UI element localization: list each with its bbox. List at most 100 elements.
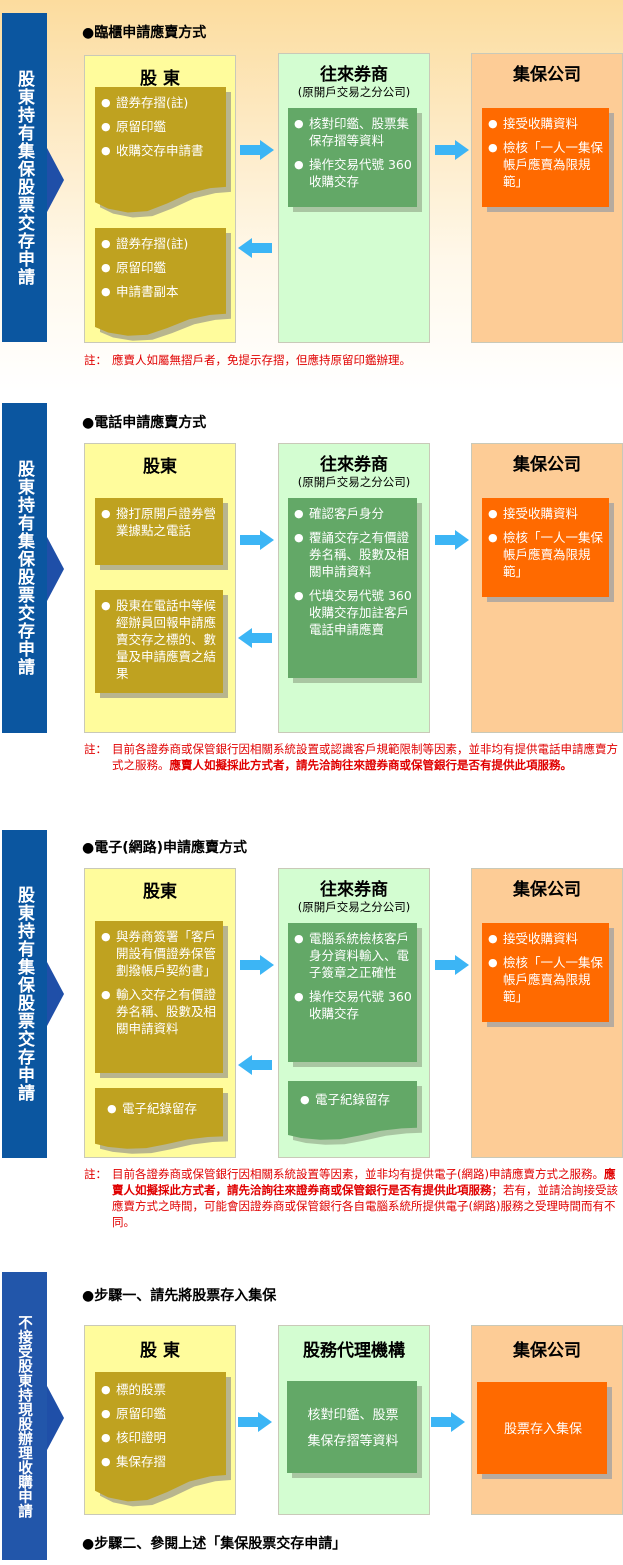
note-label: 註： bbox=[84, 353, 107, 367]
list-item: 電腦系統檢核客戶身分資料輸入、電子簽章之正確性 bbox=[294, 930, 413, 981]
list-item: 接受收購資料 bbox=[488, 505, 605, 522]
list-item: 接受收購資料 bbox=[488, 115, 605, 132]
step-one-title: ●步驟一、請先將股票存入集保 bbox=[82, 1288, 277, 1304]
list-item: 原留印鑑 bbox=[101, 259, 222, 276]
arrow-right-icon bbox=[431, 1412, 465, 1432]
list-item: 撥打原開戶證券營業據點之電話 bbox=[101, 505, 219, 539]
column-header: 股 東 bbox=[140, 1341, 180, 1361]
arrow-right-icon bbox=[435, 140, 469, 160]
side-label: 股東持有集保股票交存申請 bbox=[2, 403, 47, 733]
bullet-list: 證券存摺(註)原留印鑑收購交存申請書 bbox=[101, 94, 222, 159]
shareholder-record-box: 電子紀錄留存 bbox=[95, 1088, 223, 1150]
agent-process-box: 核對印鑑、股票 集保存摺等資料 bbox=[287, 1381, 417, 1473]
column-header: 股東 bbox=[143, 457, 177, 477]
tdcc-process-box: 接受收購資料檢核「一人一集保帳戶應賣為限規範」 bbox=[482, 498, 609, 597]
arrow-left-icon bbox=[238, 1055, 272, 1075]
list-item: 操作交易代號 360 收購交存 bbox=[294, 988, 413, 1022]
section-title: ●臨櫃申請應賣方式 bbox=[82, 25, 207, 41]
list-item: 輸入交存之有價證券名稱、股數及相關申請資料 bbox=[101, 986, 219, 1037]
note-emphasis: 應賣人如擬採此方式者，請先洽詢往來證券商或保管銀行是否有提供此項服務 bbox=[112, 1167, 616, 1197]
note-text: 應賣人如屬無摺戶者，免提示存摺，但應持原留印鑑辦理。 bbox=[112, 353, 411, 367]
list-item: 檢核「一人一集保帳戶應賣為限規範」 bbox=[488, 529, 605, 580]
list-item: 覆誦交存之有價證券名稱、股數及相關申請資料 bbox=[294, 529, 413, 580]
section-title: ●電話申請應賣方式 bbox=[82, 415, 207, 431]
list-item: 股東在電話中等候經辦員回報申請應賣交存之標的、數量及申請應賣之結果 bbox=[101, 597, 219, 682]
arrow-right-icon bbox=[240, 530, 274, 550]
bullet-list: 與券商簽署「客戶開設有價證券保管劃撥帳戶契約書」輸入交存之有價證券名稱、股數及相… bbox=[101, 928, 219, 1037]
side-label: 股東持有集保股票交存申請 bbox=[2, 830, 47, 1158]
list-item: 電子紀錄留存 bbox=[300, 1091, 413, 1108]
list-item: 檢核「一人一集保帳戶應賣為限規範」 bbox=[488, 139, 605, 190]
list-item: 申請書副本 bbox=[101, 283, 222, 300]
shareholder-docs-box: 標的股票原留印鑑核印證明集保存摺 bbox=[95, 1372, 226, 1504]
note-emphasis: 應賣人如擬採此方式者，請先洽詢往來證券商或保管銀行是否有提供此項服務。 bbox=[169, 758, 573, 772]
list-item: 核印證明 bbox=[101, 1429, 222, 1446]
arrow-right-icon bbox=[240, 140, 274, 160]
side-label: 不接受股東持現股辦理收購申請 bbox=[2, 1272, 47, 1560]
list-item: 確認客戶身分 bbox=[294, 505, 413, 522]
tdcc-process-box: 接受收購資料檢核「一人一集保帳戶應賣為限規範」 bbox=[482, 108, 609, 207]
shareholder-call-box: 撥打原開戶證券營業據點之電話 bbox=[95, 498, 223, 565]
side-label: 股東持有集保股票交存申請 bbox=[2, 13, 47, 342]
tdcc-process-box: 股票存入集保 bbox=[477, 1382, 607, 1474]
list-item: 集保存摺 bbox=[101, 1453, 222, 1470]
broker-process-box: 核對印鑑、股票集保存摺等資料操作交易代號 360 收購交存 bbox=[288, 108, 417, 207]
column-header: 集保公司 bbox=[513, 1341, 581, 1361]
side-arrow-icon bbox=[47, 1386, 64, 1450]
bullet-list: 證券存摺(註) 原留印鑑申請書副本 bbox=[101, 235, 222, 300]
list-item: 證券存摺(註) bbox=[101, 235, 222, 252]
broker-process-box: 電腦系統檢核客戶身分資料輸入、電子簽章之正確性操作交易代號 360 收購交存 bbox=[288, 923, 417, 1062]
column-header: 往來券商 bbox=[320, 880, 388, 900]
step-two-title: ●步驟二、參閱上述「集保股票交存申請」 bbox=[82, 1536, 347, 1552]
column-header: 往來券商 bbox=[320, 65, 388, 85]
broker-record-box: 電子紀錄留存 bbox=[288, 1081, 417, 1141]
footnote: 註： 應賣人如屬無摺戶者，免提示存摺，但應持原留印鑑辦理。 bbox=[84, 352, 620, 368]
list-item: 代填交易代號 360 收購交存加註客戶電話申請應賣 bbox=[294, 587, 413, 638]
arrow-right-icon bbox=[435, 955, 469, 975]
shareholder-result-box: 股東在電話中等候經辦員回報申請應賣交存之標的、數量及申請應賣之結果 bbox=[95, 590, 223, 693]
shareholder-return-box: 證券存摺(註) 原留印鑑申請書副本 bbox=[95, 228, 226, 338]
list-item: 證券存摺(註) bbox=[101, 94, 222, 111]
arrow-right-icon bbox=[238, 1412, 272, 1432]
note-text: ；若有，並請洽詢接受該應賣方式之時間，可能會因證券商或保管銀行各自電腦系統所提供… bbox=[112, 1183, 618, 1229]
arrow-left-icon bbox=[238, 238, 272, 258]
list-item: 與券商簽署「客戶開設有價證券保管劃撥帳戶契約書」 bbox=[101, 928, 219, 979]
bullet-list: 接受收購資料檢核「一人一集保帳戶應賣為限規範」 bbox=[488, 505, 605, 580]
side-arrow-icon bbox=[47, 537, 64, 601]
bullet-list: 核對印鑑、股票集保存摺等資料操作交易代號 360 收購交存 bbox=[294, 115, 413, 190]
bullet-list: 電子紀錄留存 bbox=[107, 1100, 219, 1117]
column-header: 股 東 bbox=[140, 69, 180, 89]
note-text: 目前各證券商或保管銀行因相關系統設置等因素，並非均有提供電子(網路)申請應賣方式… bbox=[112, 1167, 604, 1181]
note-label: 註： bbox=[84, 742, 107, 756]
list-item: 收購交存申請書 bbox=[101, 142, 222, 159]
arrow-right-icon bbox=[435, 530, 469, 550]
broker-process-box: 確認客戶身分覆誦交存之有價證券名稱、股數及相關申請資料代填交易代號 360 收購… bbox=[288, 498, 417, 678]
footnote: 註：目前各證券商或保管銀行因相關系統設置等因素，並非均有提供電子(網路)申請應賣… bbox=[84, 1166, 620, 1230]
list-item: 原留印鑑 bbox=[101, 1405, 222, 1422]
arrow-left-icon bbox=[238, 628, 272, 648]
bullet-list: 接受收購資料檢核「一人一集保帳戶應賣為限規範」 bbox=[488, 115, 605, 190]
list-item: 電子紀錄留存 bbox=[107, 1100, 219, 1117]
agent-text-line: 集保存摺等資料 bbox=[307, 1433, 399, 1449]
note-body: 應賣人如屬無摺戶者，免提示存摺，但應持原留印鑑辦理。 bbox=[112, 352, 620, 368]
arrow-right-icon bbox=[240, 955, 274, 975]
bullet-list: 確認客戶身分覆誦交存之有價證券名稱、股數及相關申請資料代填交易代號 360 收購… bbox=[294, 505, 413, 638]
list-item: 接受收購資料 bbox=[488, 930, 605, 947]
bullet-list: 股東在電話中等候經辦員回報申請應賣交存之標的、數量及申請應賣之結果 bbox=[101, 597, 219, 682]
list-item: 核對印鑑、股票集保存摺等資料 bbox=[294, 115, 413, 149]
column-header: 集保公司 bbox=[513, 65, 581, 85]
section-title: ●電子(網路)申請應賣方式 bbox=[82, 840, 248, 856]
tdcc-process-box: 接受收購資料檢核「一人一集保帳戶應賣為限規範」 bbox=[482, 923, 609, 1022]
note-text: 目前各證券商或保管銀行因相關系統設置或認識客戶規範限制等因素，並非均有提供電話申… bbox=[112, 742, 618, 772]
bullet-list: 電子紀錄留存 bbox=[300, 1091, 413, 1108]
column-subheader: (原開戶交易之分公司) bbox=[297, 475, 411, 489]
agent-text-line: 核對印鑑、股票 bbox=[307, 1407, 399, 1423]
bullet-list: 電腦系統檢核客戶身分資料輸入、電子簽章之正確性操作交易代號 360 收購交存 bbox=[294, 930, 413, 1022]
column-header: 往來券商 bbox=[320, 455, 388, 475]
column-header: 集保公司 bbox=[513, 880, 581, 900]
shareholder-submit-box: 證券存摺(註)原留印鑑收購交存申請書 bbox=[95, 87, 226, 215]
column-header: 股務代理機構 bbox=[303, 1341, 405, 1361]
note-body: 目前各證券商或保管銀行因相關系統設置或認識客戶規範限制等因素，並非均有提供電話申… bbox=[112, 741, 620, 773]
list-item: 檢核「一人一集保帳戶應賣為限規範」 bbox=[488, 954, 605, 1005]
column-header: 股東 bbox=[143, 882, 177, 902]
